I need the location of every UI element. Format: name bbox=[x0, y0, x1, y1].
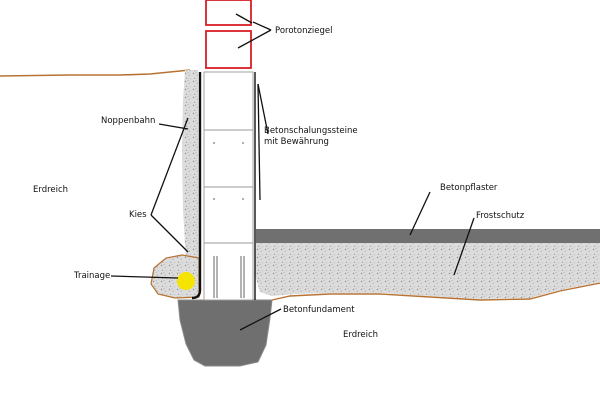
label-betonpflaster: Betonpflaster bbox=[440, 183, 498, 193]
label-noppenbahn: Noppenbahn bbox=[101, 116, 155, 126]
label-mit-bewaehrung: mit Bewährung bbox=[264, 137, 329, 147]
label-betonfundament: Betonfundament bbox=[283, 305, 355, 315]
concrete-foundation bbox=[177, 299, 273, 367]
gravel-strip-left bbox=[182, 70, 199, 285]
label-frostschutz: Frostschutz bbox=[476, 211, 525, 221]
label-erdreich-right: Erdreich bbox=[343, 330, 378, 340]
label-betonschalungssteine: Betonschalungssteine bbox=[264, 126, 358, 136]
soil-surface-left bbox=[0, 69, 191, 77]
leader-lines bbox=[110, 13, 475, 331]
label-erdreich-left: Erdreich bbox=[33, 185, 68, 195]
concrete-paving bbox=[256, 229, 600, 243]
label-kies: Kies bbox=[129, 210, 147, 220]
poroton-bricks bbox=[205, 0, 252, 69]
frost-protection-layer bbox=[255, 243, 600, 299]
diagram-labels: Porotonziegel Noppenbahn Betonschalungss… bbox=[33, 26, 525, 340]
reinforcement-bars bbox=[213, 256, 245, 298]
soil-line-under-frost bbox=[271, 282, 600, 301]
label-porotonziegel: Porotonziegel bbox=[275, 26, 333, 36]
dimpled-membrane bbox=[191, 72, 202, 300]
drainage-pipe bbox=[177, 272, 195, 290]
label-trainage: Trainage bbox=[73, 271, 110, 281]
formwork-blocks bbox=[203, 71, 254, 301]
